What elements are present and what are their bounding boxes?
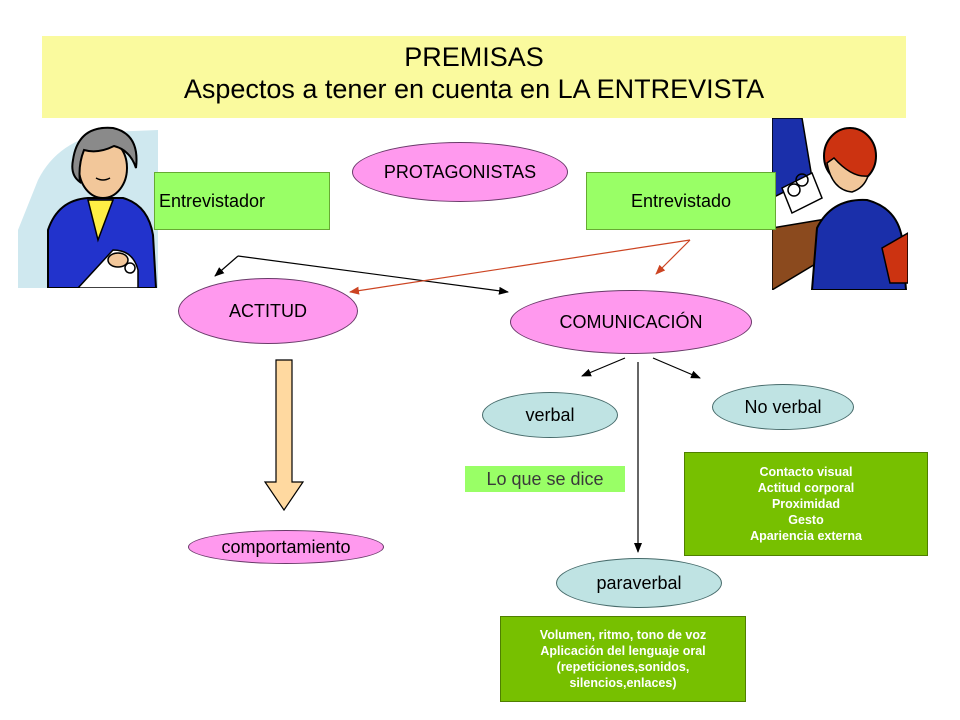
no-verbal-oval: No verbal: [712, 384, 854, 430]
detail-item: Contacto visual: [759, 465, 853, 479]
paraverbal-oval: paraverbal: [556, 558, 722, 608]
arrow-to-comunicacion: [237, 255, 509, 295]
title-line-1: PREMISAS: [404, 42, 544, 72]
detail-item: (repeticiones,sonidos,: [556, 660, 690, 674]
arrow-to-verbal: [581, 357, 626, 377]
detail-item: silencios,enlaces): [569, 676, 677, 690]
arrow-to-no-verbal: [652, 357, 701, 379]
interviewer-clipart-icon: [18, 126, 158, 288]
entrevistador-box: Entrevistador: [154, 172, 330, 230]
verbal-oval: verbal: [482, 392, 618, 438]
red-arrow-to-comunicacion: [655, 239, 691, 275]
detail-item: Actitud corporal: [757, 481, 855, 495]
title-line-2: Aspectos a tener en cuenta en LA ENTREVI…: [183, 74, 765, 104]
comunicacion-oval: COMUNICACIÓN: [510, 290, 752, 354]
detail-item: Proximidad: [771, 497, 841, 511]
detail-item: Apariencia externa: [750, 529, 862, 543]
detail-item: Aplicación del lenguaje oral: [540, 644, 706, 658]
red-arrow-to-actitud: [349, 239, 691, 295]
lo-que-se-dice-label: Lo que se dice: [465, 466, 625, 492]
actitud-oval: ACTITUD: [178, 278, 358, 344]
title-banner: PREMISAS Aspectos a tener en cuenta en L…: [42, 36, 906, 118]
paraverbal-details-box: Volumen, ritmo, tono de voz Aplicación d…: [500, 616, 746, 702]
detail-item: Gesto: [788, 513, 824, 527]
detail-item: Volumen, ritmo, tono de voz: [539, 628, 707, 642]
interviewee-clipart-icon: [772, 118, 908, 290]
block-arrow-down-icon: [263, 359, 305, 512]
entrevistado-box: Entrevistado: [586, 172, 776, 230]
protagonistas-oval: PROTAGONISTAS: [352, 142, 568, 202]
comportamiento-oval: comportamiento: [188, 530, 384, 564]
no-verbal-details-box: Contacto visual Actitud corporal Proximi…: [684, 452, 928, 556]
arrow-to-actitud: [214, 255, 239, 277]
